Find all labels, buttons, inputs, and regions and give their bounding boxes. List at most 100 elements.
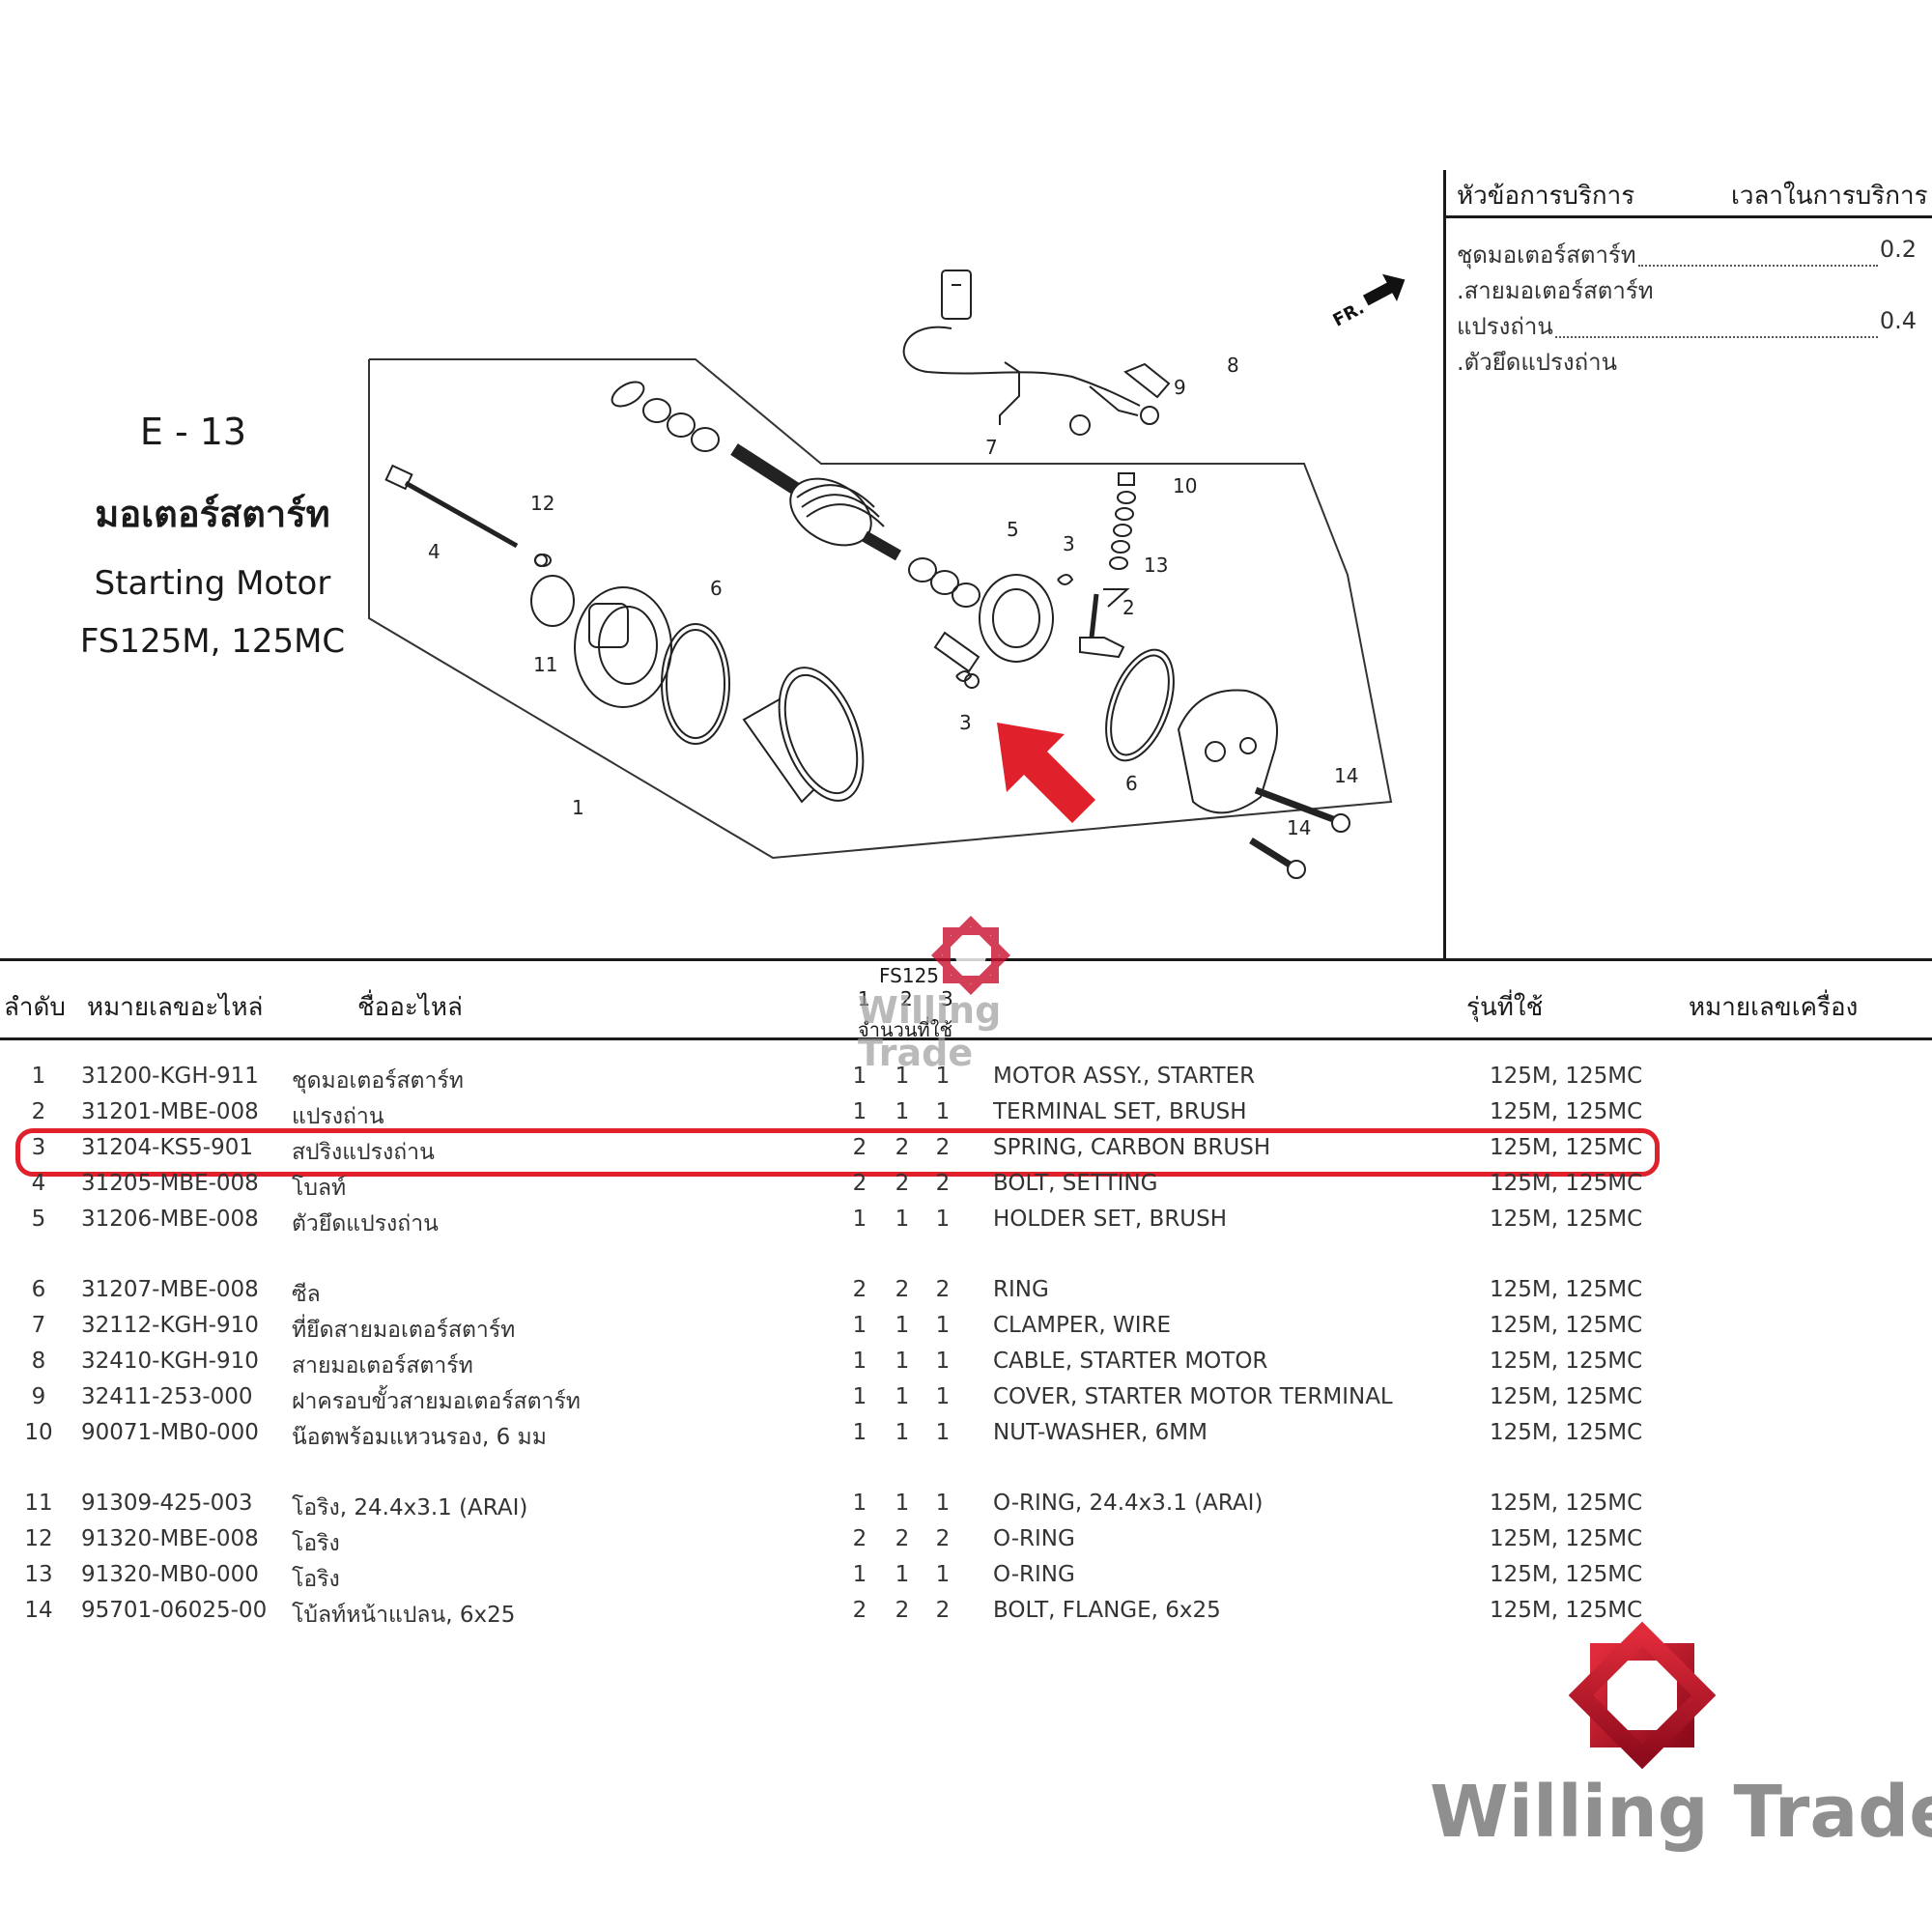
row-part-name-en: TERMINAL SET, BRUSH xyxy=(993,1099,1247,1124)
row-qty-3: 2 xyxy=(935,1598,951,1623)
row-part-name-en: NUT-WASHER, 6MM xyxy=(993,1420,1208,1445)
row-model: 125M, 125MC xyxy=(1490,1526,1643,1551)
clamper xyxy=(999,361,1020,425)
callout-11: 11 xyxy=(533,653,557,676)
row-index: 4 xyxy=(31,1171,46,1196)
front-direction-arrow: FR. xyxy=(1330,273,1406,331)
highlight-row-3 xyxy=(15,1128,1660,1177)
header-qty-col-1: 1 xyxy=(858,987,870,1010)
callout-3a: 3 xyxy=(1063,532,1075,555)
service-header-line xyxy=(1443,215,1932,218)
row-qty-2: 2 xyxy=(895,1598,910,1623)
row-qty-1: 1 xyxy=(852,1491,867,1516)
row-qty-1: 2 xyxy=(852,1171,867,1196)
brush-holder xyxy=(933,574,1054,689)
service-row-value: 0.2 xyxy=(1879,236,1917,263)
row-qty-2: 1 xyxy=(895,1491,910,1516)
row-qty-1: 1 xyxy=(852,1099,867,1124)
row-part-name-th: ที่ยึดสายมอเตอร์สตาร์ท xyxy=(292,1318,516,1343)
row-qty-3: 1 xyxy=(935,1207,951,1232)
service-row: .ตัวยึดแปรงถ่าน xyxy=(1457,343,1917,381)
row-index: 2 xyxy=(31,1099,46,1124)
row-part-name-en: BOLT, FLANGE, 6x25 xyxy=(993,1598,1221,1623)
service-panel-divider xyxy=(1443,170,1446,960)
row-qty-3: 1 xyxy=(935,1420,951,1445)
row-part-name-en: SPRING, CARBON BRUSH xyxy=(993,1135,1271,1160)
row-model: 125M, 125MC xyxy=(1490,1171,1643,1196)
row-qty-2: 1 xyxy=(895,1384,910,1409)
brand-logo-icon xyxy=(1568,1621,1717,1770)
row-model: 125M, 125MC xyxy=(1490,1064,1643,1089)
terminal-bolt xyxy=(1079,593,1125,659)
row-model: 125M, 125MC xyxy=(1490,1207,1643,1232)
header-index: ลำดับ xyxy=(4,993,66,1022)
wire-harness xyxy=(902,326,1141,407)
row-part-no: 91320-MBE-008 xyxy=(81,1526,259,1551)
row-qty-3: 1 xyxy=(935,1562,951,1587)
service-header-time: เวลาในการบริการ xyxy=(1731,182,1928,211)
row-part-name-th: โอริง xyxy=(292,1567,340,1592)
row-index: 8 xyxy=(31,1349,46,1374)
row-index: 1 xyxy=(31,1064,46,1089)
seal-ring-right xyxy=(1105,648,1175,762)
exploded-parts-diagram: FR. 1 2 3 3 4 5 6 6 7 8 9 10 11 12 13 14… xyxy=(368,270,1406,879)
row-qty-3: 2 xyxy=(935,1526,951,1551)
svg-text:FR.: FR. xyxy=(1330,298,1368,330)
row-qty-3: 1 xyxy=(935,1384,951,1409)
bottom-watermark: Willing Trade xyxy=(1420,1618,1932,1854)
row-qty-1: 1 xyxy=(852,1420,867,1445)
row-qty-1: 1 xyxy=(852,1064,867,1089)
seal-ring-left xyxy=(661,623,730,745)
row-qty-1: 1 xyxy=(852,1349,867,1374)
service-row-label: ชุดมอเตอร์สตาร์ท xyxy=(1457,242,1636,269)
row-qty-2: 1 xyxy=(895,1207,910,1232)
brush-spring xyxy=(1057,574,1074,585)
row-part-no: 31207-MBE-008 xyxy=(81,1277,259,1302)
row-index: 6 xyxy=(31,1277,46,1302)
table-header-bottom-line xyxy=(0,1037,1932,1040)
callout-2: 2 xyxy=(1122,596,1135,619)
row-qty-2: 1 xyxy=(895,1420,910,1445)
row-index: 11 xyxy=(24,1491,53,1516)
red-pointer-arrow xyxy=(997,723,1095,823)
row-part-name-en: COVER, STARTER MOTOR TERMINAL xyxy=(993,1384,1393,1409)
header-part-no: หมายเลขอะไหล่ xyxy=(87,993,264,1022)
row-qty-3: 1 xyxy=(935,1099,951,1124)
header-engine-no: หมายเลขเครื่อง xyxy=(1689,993,1859,1022)
service-row: ชุดมอเตอร์สตาร์ท 0.2 xyxy=(1457,236,1917,273)
row-model: 125M, 125MC xyxy=(1490,1562,1643,1587)
row-qty-2: 2 xyxy=(895,1135,910,1160)
header-watermark-text: Willing Trade xyxy=(858,989,1002,1074)
row-part-no: 31205-MBE-008 xyxy=(81,1171,259,1196)
nut-washer-stack xyxy=(1103,472,1136,608)
row-part-no: 91320-MB0-000 xyxy=(81,1562,259,1587)
header-model: รุ่นที่ใช้ xyxy=(1466,993,1544,1022)
header-qty-group: FS125 xyxy=(879,964,940,987)
row-part-name-en: HOLDER SET, BRUSH xyxy=(993,1207,1228,1232)
motor-yoke xyxy=(742,667,865,804)
flange-bolt-b xyxy=(1249,838,1292,867)
row-part-no: 90071-MB0-000 xyxy=(81,1420,259,1445)
row-part-name-en: CABLE, STARTER MOTOR xyxy=(993,1349,1268,1374)
bottom-watermark-text: Willing Trade xyxy=(1430,1771,1932,1854)
row-qty-1: 1 xyxy=(852,1384,867,1409)
dot-leader xyxy=(1554,307,1878,338)
row-qty-3: 2 xyxy=(935,1277,951,1302)
callout-6b: 6 xyxy=(1125,772,1138,795)
o-ring-small xyxy=(530,575,575,627)
row-qty-2: 1 xyxy=(895,1099,910,1124)
row-part-no: 32410-KGH-910 xyxy=(81,1349,259,1374)
row-part-name-th: สายมอเตอร์สตาร์ท xyxy=(292,1353,473,1378)
service-row-label: .สายมอเตอร์สตาร์ท xyxy=(1457,277,1654,304)
callout-7: 7 xyxy=(985,436,998,459)
service-row-label: แปรงถ่าน xyxy=(1457,313,1553,340)
